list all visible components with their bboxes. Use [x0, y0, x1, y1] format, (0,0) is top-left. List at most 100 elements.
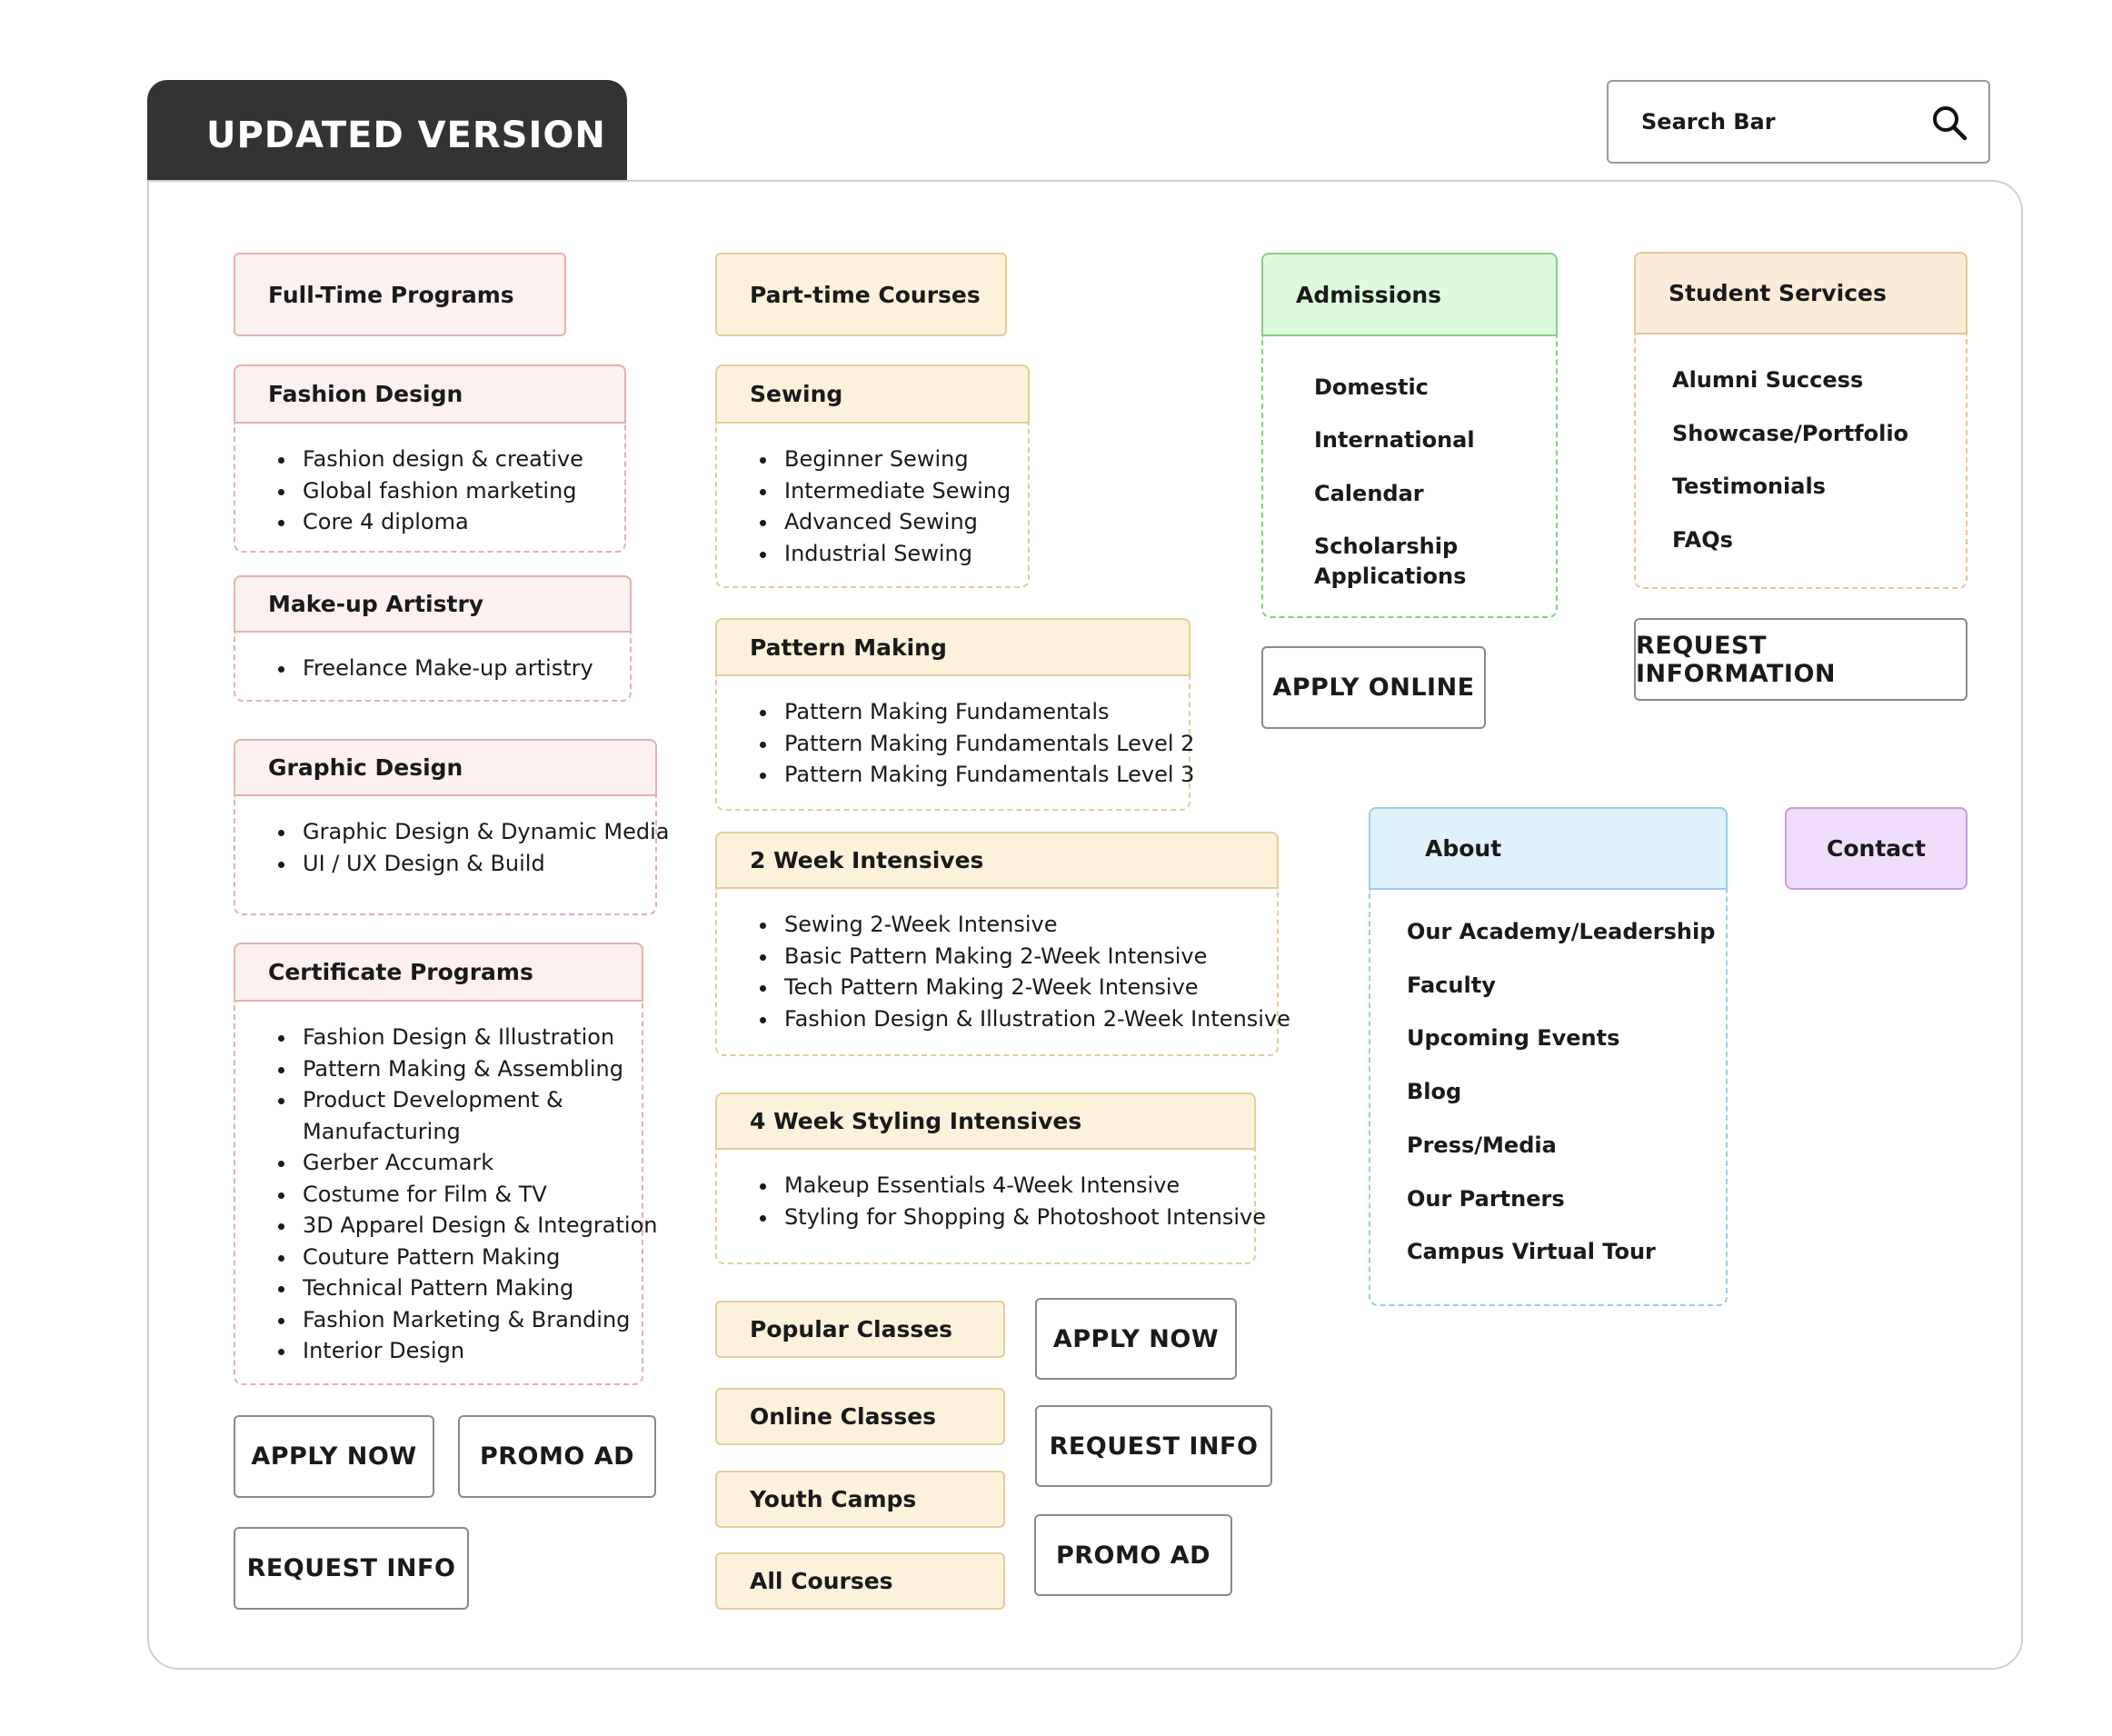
link-all-courses[interactable]: All Courses: [715, 1552, 1005, 1610]
sitemap-frame: [147, 180, 2023, 1670]
list-item: Gerber Accumark: [297, 1147, 671, 1179]
full-time-card-certificate-programs-header[interactable]: Certificate Programs: [234, 943, 643, 1002]
link-youth-camps[interactable]: Youth Camps: [715, 1471, 1005, 1528]
part-time-card-sewing-header[interactable]: Sewing: [715, 364, 1030, 424]
page-title: UPDATED VERSION: [206, 115, 606, 156]
contact-button[interactable]: Contact: [1785, 807, 1968, 890]
nav-link[interactable]: Scholarship Applications: [1314, 534, 1467, 589]
nav-link[interactable]: Alumni Success: [1672, 367, 1864, 393]
full-time-card-certificate-programs-list: Fashion Design & IllustrationPattern Mak…: [235, 1022, 671, 1367]
part-time-courses-heading[interactable]: Part-time Courses: [715, 253, 1007, 336]
list-item: Styling for Shopping & Photoshoot Intens…: [779, 1202, 1283, 1233]
list-item: Industrial Sewing: [779, 538, 1057, 570]
request-info-button[interactable]: REQUEST INFO: [234, 1527, 469, 1610]
version-tab: UPDATED VERSION: [147, 80, 627, 182]
list-item: Product Development & Manufacturing: [297, 1084, 671, 1147]
part-time-card-4-week-styling-intensives-header[interactable]: 4 Week Styling Intensives: [715, 1092, 1256, 1150]
full-time-card-fashion-design-body: Fashion design & creativeGlobal fashion …: [234, 424, 626, 553]
link-popular-classes[interactable]: Popular Classes: [715, 1301, 1005, 1358]
full-time-card-fashion-design-list: Fashion design & creativeGlobal fashion …: [235, 444, 653, 538]
list-item: Advanced Sewing: [779, 506, 1057, 538]
promo-ad-button[interactable]: PROMO AD: [1034, 1514, 1232, 1596]
list-item: Fashion Marketing & Branding: [297, 1304, 671, 1336]
part-time-card-sewing-body: Beginner SewingIntermediate SewingAdvanc…: [715, 424, 1030, 588]
part-time-card-pattern-making-list: Pattern Making FundamentalsPattern Makin…: [717, 696, 1218, 791]
nav-link[interactable]: Our Partners: [1407, 1185, 1565, 1212]
nav-link[interactable]: Blog: [1407, 1079, 1462, 1105]
request-info-button[interactable]: REQUEST INFO: [1035, 1405, 1272, 1487]
request-information-button[interactable]: REQUEST INFORMATION: [1634, 618, 1968, 701]
nav-link[interactable]: Showcase/Portfolio: [1672, 420, 1909, 446]
list-item: Couture Pattern Making: [297, 1242, 671, 1273]
part-time-card-4-week-styling-intensives: 4 Week Styling IntensivesMakeup Essentia…: [715, 1092, 1266, 1264]
part-time-card-pattern-making-body: Pattern Making FundamentalsPattern Makin…: [715, 676, 1194, 811]
list-item: Tech Pattern Making 2-Week Intensive: [779, 972, 1306, 1003]
part-time-card-2-week-intensives-body: Sewing 2-Week IntensiveBasic Pattern Mak…: [715, 889, 1290, 1056]
list-item: Basic Pattern Making 2-Week Intensive: [779, 941, 1306, 973]
nav-link[interactable]: Press/Media: [1407, 1132, 1557, 1158]
nav-link[interactable]: Our Academy/Leadership: [1407, 919, 1716, 944]
full-time-card-make-up-artistry-header[interactable]: Make-up Artistry: [234, 575, 632, 633]
full-time-card-graphic-design-body: Graphic Design & Dynamic MediaUI / UX De…: [234, 796, 670, 915]
list-item: Graphic Design & Dynamic Media: [297, 816, 684, 848]
full-time-card-make-up-artistry-body: Freelance Make-up artistry: [234, 633, 632, 702]
apply-now-button[interactable]: APPLY NOW: [234, 1415, 434, 1498]
list-item: Makeup Essentials 4-Week Intensive: [779, 1170, 1283, 1202]
list-item: UI / UX Design & Build: [297, 848, 684, 880]
list-item: Fashion Design & Illustration: [297, 1022, 671, 1053]
list-item: Sewing 2-Week Intensive: [779, 909, 1306, 941]
part-time-card-sewing: SewingBeginner SewingIntermediate Sewing…: [715, 364, 1030, 588]
part-time-card-4-week-styling-intensives-body: Makeup Essentials 4-Week IntensiveStylin…: [715, 1150, 1266, 1264]
link-online-classes[interactable]: Online Classes: [715, 1388, 1005, 1445]
apply-now-button[interactable]: APPLY NOW: [1035, 1298, 1237, 1380]
full-time-card-fashion-design: Fashion DesignFashion design & creativeG…: [234, 364, 626, 553]
full-time-card-graphic-design: Graphic DesignGraphic Design & Dynamic M…: [234, 739, 670, 915]
list-item: Pattern Making Fundamentals Level 3: [779, 759, 1218, 791]
nav-link[interactable]: Campus Virtual Tour: [1407, 1239, 1656, 1265]
part-time-card-2-week-intensives-header[interactable]: 2 Week Intensives: [715, 832, 1279, 889]
part-time-card-2-week-intensives: 2 Week IntensivesSewing 2-Week Intensive…: [715, 832, 1290, 1056]
part-time-card-pattern-making: Pattern MakingPattern Making Fundamental…: [715, 618, 1194, 811]
part-time-card-sewing-list: Beginner SewingIntermediate SewingAdvanc…: [717, 444, 1057, 569]
list-item: Pattern Making Fundamentals Level 2: [779, 728, 1218, 760]
part-time-card-2-week-intensives-list: Sewing 2-Week IntensiveBasic Pattern Mak…: [717, 909, 1306, 1034]
nav-link[interactable]: International: [1314, 427, 1475, 453]
full-time-card-graphic-design-list: Graphic Design & Dynamic MediaUI / UX De…: [235, 816, 684, 879]
search-input[interactable]: Search Bar: [1641, 109, 1776, 135]
nav-link[interactable]: Faculty: [1407, 972, 1496, 998]
full-time-card-fashion-design-header[interactable]: Fashion Design: [234, 364, 626, 424]
list-item: Technical Pattern Making: [297, 1272, 671, 1304]
list-item: 3D Apparel Design & Integration: [297, 1210, 671, 1242]
student-services-header[interactable]: Student Services: [1634, 252, 1968, 334]
search-bar[interactable]: Search Bar: [1607, 80, 1990, 164]
nav-link[interactable]: FAQs: [1672, 526, 1733, 553]
full-time-card-make-up-artistry-list: Freelance Make-up artistry: [235, 653, 659, 684]
full-time-card-graphic-design-header[interactable]: Graphic Design: [234, 739, 657, 796]
list-item: Freelance Make-up artistry: [297, 653, 659, 684]
nav-link[interactable]: Upcoming Events: [1407, 1025, 1620, 1052]
apply-online-button[interactable]: APPLY ONLINE: [1261, 646, 1486, 729]
full-time-card-make-up-artistry: Make-up ArtistryFreelance Make-up artist…: [234, 575, 632, 702]
list-item: Core 4 diploma: [297, 506, 653, 538]
nav-link[interactable]: Calendar: [1314, 481, 1424, 506]
full-time-programs-heading[interactable]: Full-Time Programs: [234, 253, 566, 336]
list-item: Global fashion marketing: [297, 475, 653, 507]
search-icon[interactable]: [1930, 104, 1968, 142]
list-item: Fashion design & creative: [297, 444, 653, 475]
promo-ad-button[interactable]: PROMO AD: [458, 1415, 656, 1498]
part-time-card-4-week-styling-intensives-list: Makeup Essentials 4-Week IntensiveStylin…: [717, 1170, 1283, 1232]
list-item: Intermediate Sewing: [779, 475, 1057, 507]
nav-link[interactable]: Testimonials: [1672, 474, 1826, 499]
nav-link[interactable]: Domestic: [1314, 374, 1429, 400]
full-time-card-certificate-programs-body: Fashion Design & IllustrationPattern Mak…: [234, 1002, 657, 1385]
list-item: Beginner Sewing: [779, 444, 1057, 475]
admissions-header[interactable]: Admissions: [1261, 253, 1558, 336]
about-header[interactable]: About: [1369, 807, 1728, 890]
part-time-card-pattern-making-header[interactable]: Pattern Making: [715, 618, 1190, 676]
